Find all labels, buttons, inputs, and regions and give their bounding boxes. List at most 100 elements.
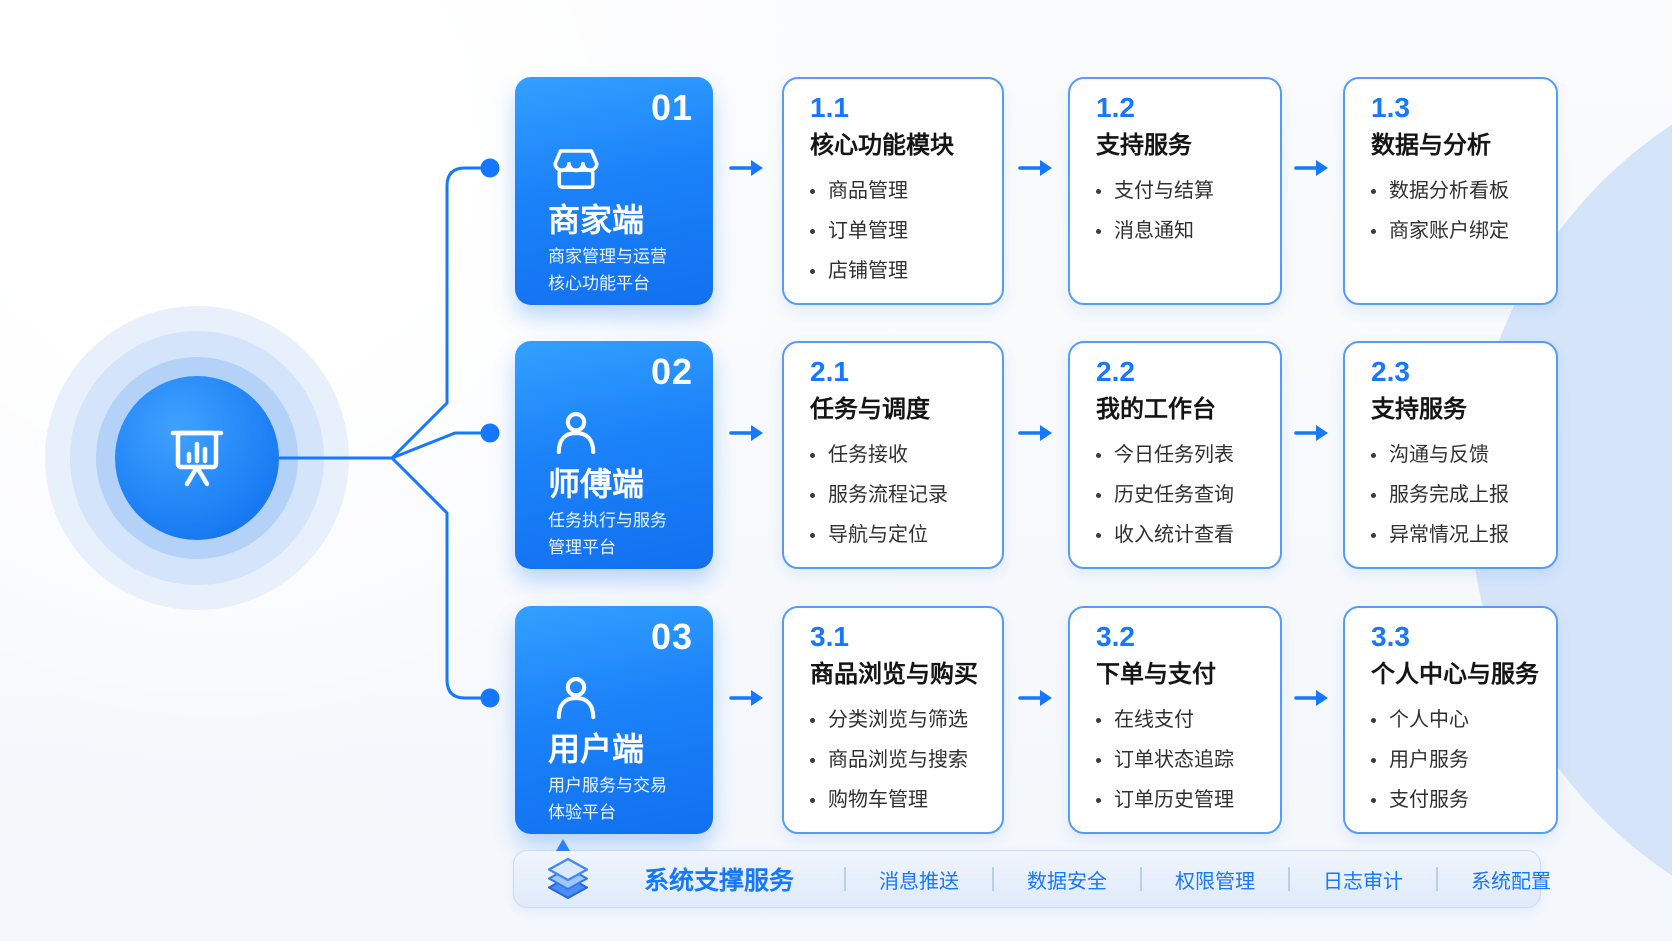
feature-list: 任务接收 服务流程记录 导航与定位: [810, 435, 978, 555]
platform-subtitle: 任务执行与服务 管理平台: [548, 511, 667, 557]
feature-list: 今日任务列表 历史任务查询 收入统计查看: [1096, 435, 1256, 555]
list-item-label: 服务流程记录: [828, 484, 948, 506]
list-item-label: 收入统计查看: [1114, 524, 1234, 546]
list-item-label: 支付服务: [1389, 789, 1469, 811]
bullet-dot: [810, 452, 815, 458]
bullet-dot: [1371, 532, 1376, 538]
list-item: 订单管理: [810, 211, 978, 251]
user-icon: [547, 405, 605, 463]
divider: [992, 867, 995, 891]
platform-card-merchant: 01 商家端 商家管理与运营 核心功能平台: [515, 77, 713, 305]
support-services-bar: 系统支撑服务 消息推送 数据安全 权限管理 日志审计 系统配置: [513, 850, 1551, 908]
list-item: 个人中心: [1371, 700, 1532, 740]
card-number: 1.2: [1096, 92, 1135, 123]
divider: [844, 867, 847, 891]
feature-card-1-2: 1.2 支持服务 支付与结算 消息通知: [1068, 77, 1282, 305]
list-item-label: 订单管理: [828, 220, 908, 242]
divider: [1288, 867, 1291, 891]
list-item: 在线支付: [1096, 700, 1256, 740]
bullet-dot: [810, 492, 815, 498]
list-item-label: 沟通与反馈: [1389, 444, 1489, 466]
list-item-label: 订单状态追踪: [1114, 749, 1234, 771]
card-number: 3.3: [1371, 621, 1410, 652]
footer-item: 数据安全: [1027, 870, 1108, 893]
bullet-dot: [1371, 492, 1376, 498]
list-item: 分类浏览与筛选: [810, 700, 978, 740]
flow-arrow-icon: [729, 421, 765, 445]
platform-card-worker: 02 师傅端 任务执行与服务 管理平台: [515, 341, 713, 569]
list-item: 用户服务: [1371, 740, 1532, 780]
bullet-dot: [810, 532, 815, 538]
list-item: 支付服务: [1371, 780, 1532, 820]
card-title: 核心功能模块: [810, 132, 954, 159]
list-item-label: 购物车管理: [828, 789, 928, 811]
list-item-label: 导航与定位: [828, 524, 928, 546]
bullet-dot: [1371, 228, 1376, 234]
feature-list: 在线支付 订单状态追踪 订单历史管理: [1096, 700, 1256, 820]
footer-item: 系统配置: [1471, 870, 1552, 893]
list-item: 消息通知: [1096, 211, 1256, 251]
bullet-dot: [1096, 797, 1101, 803]
list-item-label: 订单历史管理: [1114, 789, 1234, 811]
flow-arrow-icon: [1018, 156, 1054, 180]
card-number: 2.1: [810, 356, 849, 387]
list-item: 商家账户绑定: [1371, 211, 1532, 251]
card-title: 支持服务: [1096, 132, 1192, 159]
footer-pointer-icon: [556, 839, 570, 851]
bullet-dot: [1096, 492, 1101, 498]
card-title: 商品浏览与购买: [810, 661, 978, 688]
list-item-label: 消息通知: [1114, 220, 1194, 242]
platform-number: 03: [650, 616, 693, 657]
divider: [1140, 867, 1143, 891]
list-item-label: 个人中心: [1389, 709, 1469, 731]
list-item: 订单历史管理: [1096, 780, 1256, 820]
card-number: 1.1: [810, 92, 849, 123]
card-title: 我的工作台: [1096, 396, 1216, 423]
list-item-label: 商品管理: [828, 180, 908, 202]
list-item: 沟通与反馈: [1371, 435, 1532, 475]
feature-list: 个人中心 用户服务 支付服务: [1371, 700, 1532, 820]
flow-arrow-icon: [1294, 156, 1330, 180]
feature-card-1-3: 1.3 数据与分析 数据分析看板 商家账户绑定: [1343, 77, 1558, 305]
platform-subtitle: 用户服务与交易 体验平台: [548, 776, 667, 822]
bullet-dot: [1371, 757, 1376, 763]
list-item: 订单状态追踪: [1096, 740, 1256, 780]
list-item: 收入统计查看: [1096, 515, 1256, 555]
platform-card-user: 03 用户端 用户服务与交易 体验平台: [515, 606, 713, 834]
card-title: 下单与支付: [1096, 661, 1216, 688]
feature-list: 商品管理 订单管理 店铺管理: [810, 171, 978, 291]
list-item-label: 服务完成上报: [1389, 484, 1509, 506]
flow-arrow-icon: [1018, 686, 1054, 710]
list-item-label: 商品浏览与搜索: [828, 749, 968, 771]
flow-arrow-icon: [729, 156, 765, 180]
list-item: 服务流程记录: [810, 475, 978, 515]
footer-item: 消息推送: [879, 870, 960, 893]
list-item-label: 任务接收: [828, 444, 908, 466]
bullet-dot: [1096, 228, 1101, 234]
bullet-dot: [1371, 452, 1376, 458]
footer-title: 系统支撑服务: [644, 867, 795, 895]
feature-card-3-1: 3.1 商品浏览与购买 分类浏览与筛选 商品浏览与搜索 购物车管理: [782, 606, 1004, 834]
card-number: 2.3: [1371, 356, 1410, 387]
platform-title: 用户端: [548, 731, 645, 767]
list-item-label: 历史任务查询: [1114, 484, 1234, 506]
list-item: 异常情况上报: [1371, 515, 1532, 555]
feature-card-1-1: 1.1 核心功能模块 商品管理 订单管理 店铺管理: [782, 77, 1004, 305]
bullet-dot: [1371, 797, 1376, 803]
card-number: 1.3: [1371, 92, 1410, 123]
user-icon: [547, 670, 605, 728]
list-item: 支付与结算: [1096, 171, 1256, 211]
list-item: 数据分析看板: [1371, 171, 1532, 211]
flow-arrow-icon: [1018, 421, 1054, 445]
list-item: 今日任务列表: [1096, 435, 1256, 475]
flow-arrow-icon: [1294, 686, 1330, 710]
list-item-label: 支付与结算: [1114, 180, 1214, 202]
platform-number: 02: [650, 351, 693, 392]
bullet-dot: [810, 228, 815, 234]
flow-arrow-icon: [729, 686, 765, 710]
card-number: 2.2: [1096, 356, 1135, 387]
list-item-label: 分类浏览与筛选: [828, 709, 968, 731]
storefront-icon: [547, 141, 605, 199]
list-item-label: 在线支付: [1114, 709, 1194, 731]
